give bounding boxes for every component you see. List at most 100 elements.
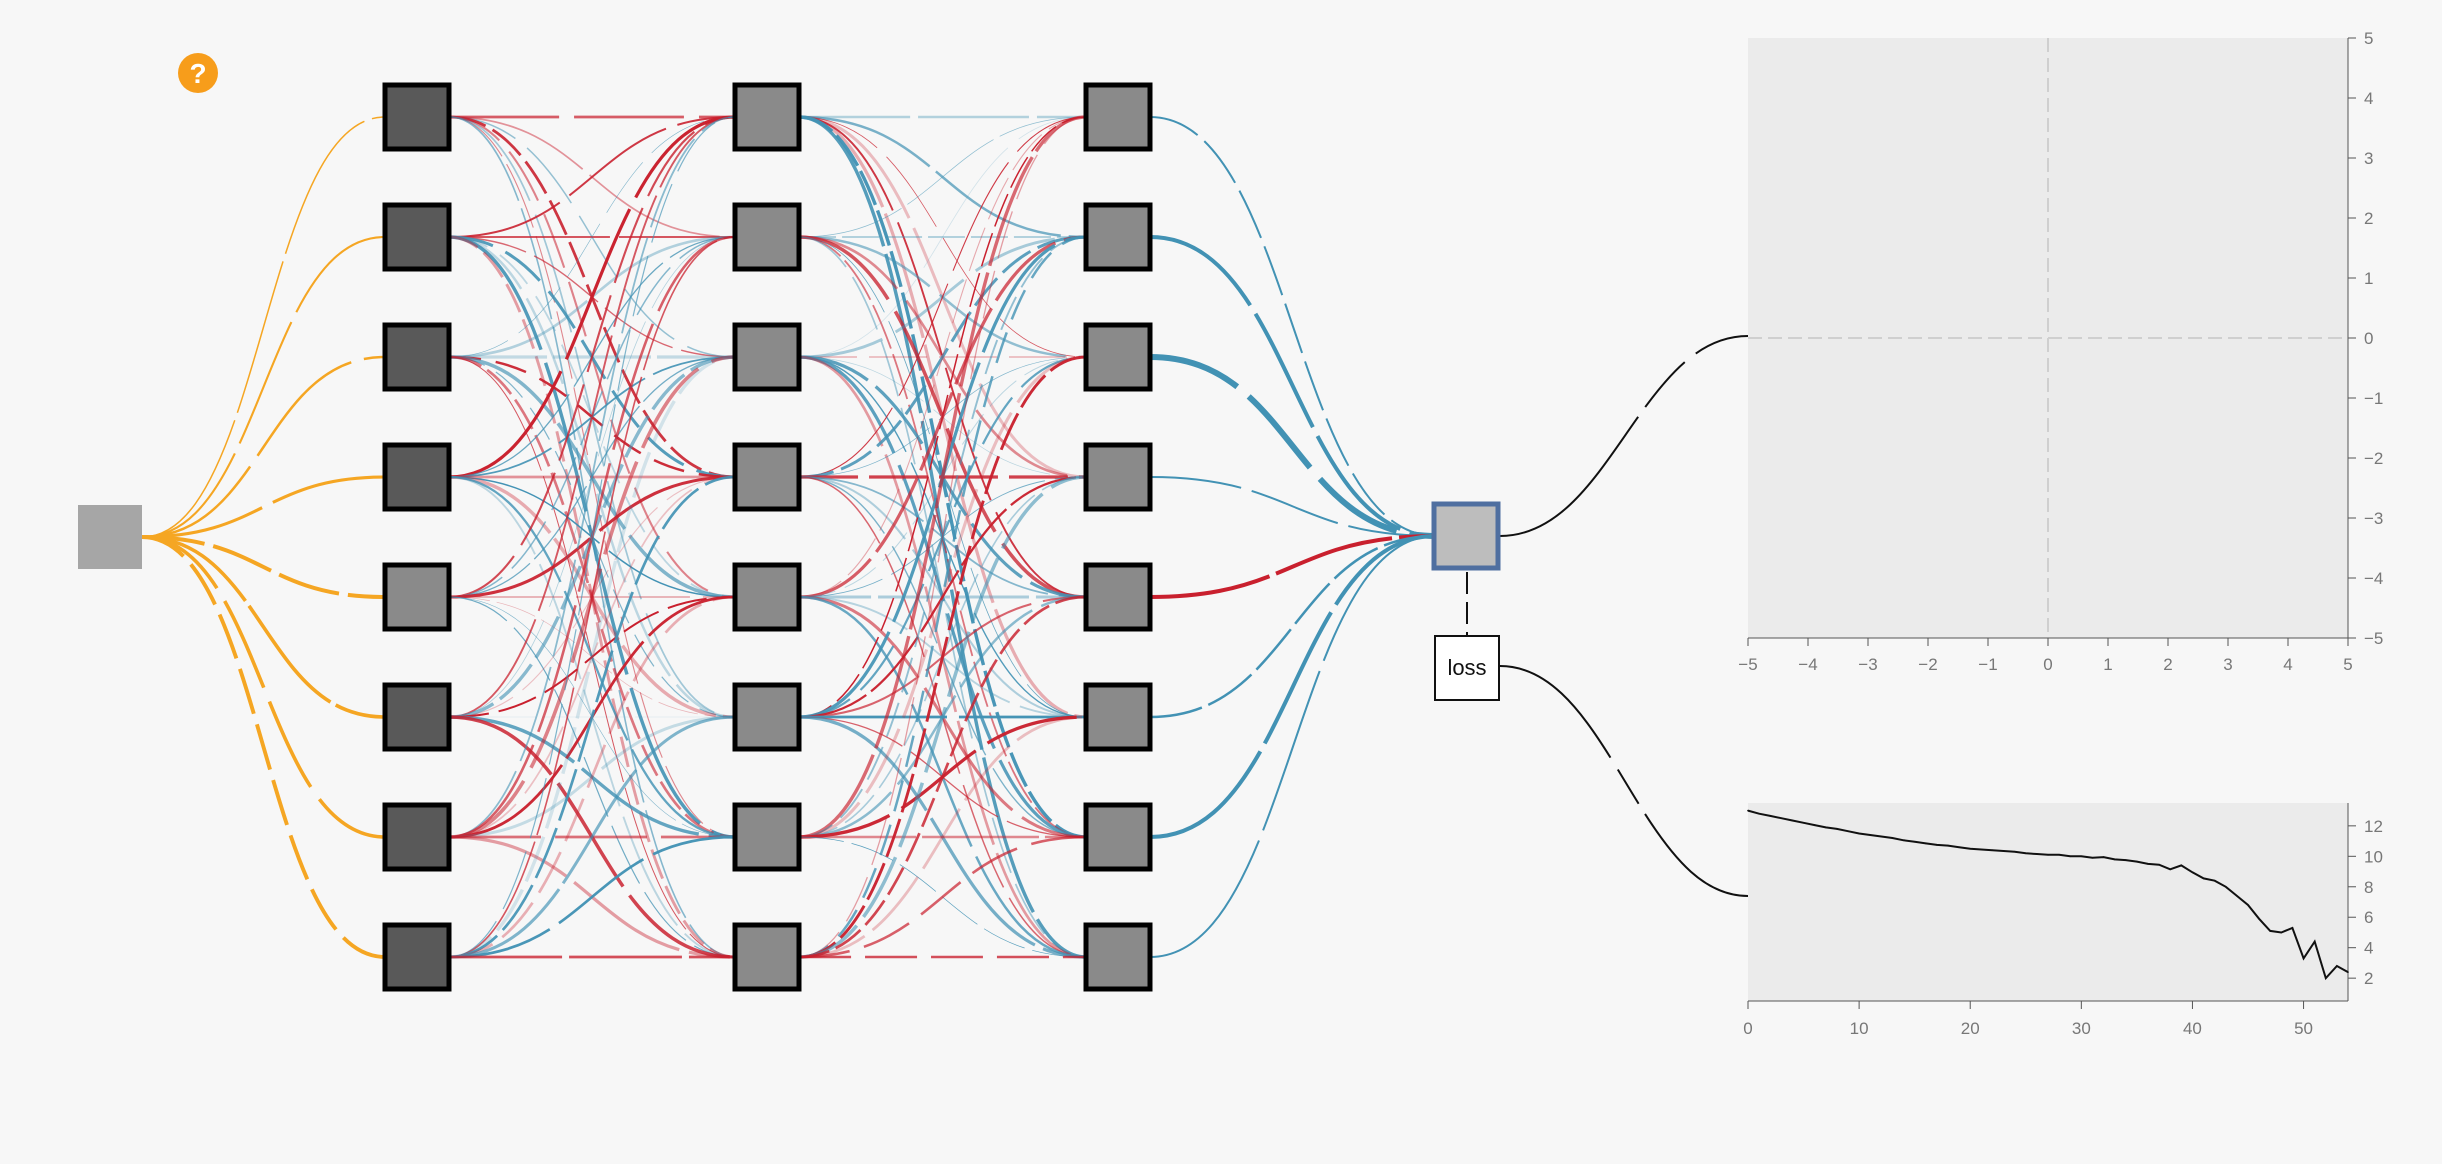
weight-link[interactable] xyxy=(448,835,736,959)
weight-link[interactable] xyxy=(798,355,1087,839)
weight-link[interactable] xyxy=(448,475,736,959)
weight-link[interactable] xyxy=(448,596,736,718)
input-link[interactable] xyxy=(141,116,386,538)
weight-link[interactable] xyxy=(448,715,736,959)
weight-link[interactable] xyxy=(798,235,1087,959)
loss-point xyxy=(2013,850,2016,853)
output-link[interactable] xyxy=(1149,235,1437,538)
loss-x-tick-label: 0 xyxy=(1743,1019,1752,1038)
weight-link[interactable] xyxy=(448,715,736,839)
input-link[interactable] xyxy=(141,535,386,719)
weight-link[interactable] xyxy=(798,116,1087,958)
hidden-node-2-2[interactable] xyxy=(732,202,802,272)
weight-link[interactable] xyxy=(448,475,736,599)
weight-link[interactable] xyxy=(448,115,736,599)
weight-link[interactable] xyxy=(798,475,1087,959)
weight-link[interactable] xyxy=(448,595,736,959)
weight-link[interactable] xyxy=(798,355,1087,959)
input-link[interactable] xyxy=(141,535,386,839)
input-link[interactable] xyxy=(141,535,386,599)
input-link[interactable] xyxy=(141,535,386,959)
weight-link[interactable] xyxy=(798,116,1087,478)
help-button[interactable]: ? xyxy=(178,53,218,93)
hidden-node-3-4[interactable] xyxy=(1083,442,1153,512)
loss-y-tick-label: 12 xyxy=(2364,817,2383,836)
output-node[interactable] xyxy=(1431,501,1501,571)
weight-link[interactable] xyxy=(798,116,1087,718)
weight-link[interactable] xyxy=(798,235,1087,479)
hidden-node-1-8[interactable] xyxy=(382,922,452,992)
weight-link[interactable] xyxy=(448,116,736,358)
weight-link[interactable] xyxy=(798,116,1087,598)
loss-point xyxy=(1958,846,1960,848)
weight-link[interactable] xyxy=(448,115,736,479)
hidden-node-3-1[interactable] xyxy=(1083,82,1153,152)
help-icon xyxy=(178,53,218,93)
weight-link[interactable] xyxy=(798,715,1087,959)
weight-link[interactable] xyxy=(448,715,736,839)
output-link[interactable] xyxy=(1149,534,1437,839)
loss-point xyxy=(1836,828,1838,830)
weight-link[interactable] xyxy=(448,236,736,958)
loss-node[interactable]: loss xyxy=(1434,635,1500,701)
hidden-node-2-7[interactable] xyxy=(732,802,802,872)
loss-y-tick-label: 4 xyxy=(2364,939,2373,958)
loss-point xyxy=(1991,849,1994,851)
weight-link[interactable] xyxy=(448,356,736,718)
weight-link[interactable] xyxy=(448,116,736,838)
weight-link[interactable] xyxy=(798,116,1087,358)
weight-link[interactable] xyxy=(798,476,1087,838)
hidden-node-2-4[interactable] xyxy=(732,442,802,512)
hidden-node-1-3[interactable] xyxy=(382,322,452,392)
input-node[interactable] xyxy=(78,505,142,569)
hidden-node-2-3[interactable] xyxy=(732,322,802,392)
output-link[interactable] xyxy=(1149,534,1437,599)
output-link[interactable] xyxy=(1149,354,1437,539)
weight-link[interactable] xyxy=(798,475,1087,719)
weight-link[interactable] xyxy=(798,116,1087,598)
hidden-node-1-5[interactable] xyxy=(382,562,452,632)
hidden-node-2-6[interactable] xyxy=(732,682,802,752)
loss-point xyxy=(2325,977,2327,979)
output-link[interactable] xyxy=(1149,534,1437,719)
output-link[interactable] xyxy=(1149,116,1437,537)
input-link[interactable] xyxy=(141,235,386,539)
loss-point xyxy=(2202,877,2205,880)
weight-link[interactable] xyxy=(798,236,1087,838)
weight-link[interactable] xyxy=(798,476,1087,838)
loss-point xyxy=(2247,904,2249,906)
hidden-node-2-5[interactable] xyxy=(732,562,802,632)
input-link[interactable] xyxy=(141,475,386,539)
loss-point xyxy=(1747,809,1749,812)
weight-link[interactable] xyxy=(798,116,1087,358)
hidden-node-1-4[interactable] xyxy=(382,442,452,512)
weight-link[interactable] xyxy=(798,835,1087,959)
weight-link[interactable] xyxy=(798,235,1087,599)
hidden-node-2-8[interactable] xyxy=(732,922,802,992)
weight-link[interactable] xyxy=(448,355,736,959)
weight-link[interactable] xyxy=(798,115,1087,839)
weight-link[interactable] xyxy=(448,235,736,359)
hidden-node-3-6[interactable] xyxy=(1083,682,1153,752)
weight-link[interactable] xyxy=(448,116,736,718)
hidden-node-1-6[interactable] xyxy=(382,682,452,752)
weight-link[interactable] xyxy=(798,595,1087,959)
hidden-node-2-1[interactable] xyxy=(732,82,802,152)
hidden-node-3-8[interactable] xyxy=(1083,922,1153,992)
weight-link[interactable] xyxy=(798,116,1087,238)
hidden-node-1-1[interactable] xyxy=(382,82,452,152)
output-link[interactable] xyxy=(1149,535,1437,958)
input-link[interactable] xyxy=(141,355,386,539)
hidden-node-1-7[interactable] xyxy=(382,802,452,872)
hidden-node-3-2[interactable] xyxy=(1083,202,1153,272)
weight-link[interactable] xyxy=(448,116,736,958)
weight-link[interactable] xyxy=(448,116,736,238)
prediction-x-tick-label: −1 xyxy=(1978,655,1997,674)
output-link[interactable] xyxy=(1149,476,1437,537)
weight-link[interactable] xyxy=(448,476,736,838)
hidden-node-3-5[interactable] xyxy=(1083,562,1153,632)
loss-x-tick-label: 40 xyxy=(2183,1019,2202,1038)
hidden-node-3-3[interactable] xyxy=(1083,322,1153,392)
hidden-node-1-2[interactable] xyxy=(382,202,452,272)
hidden-node-3-7[interactable] xyxy=(1083,802,1153,872)
